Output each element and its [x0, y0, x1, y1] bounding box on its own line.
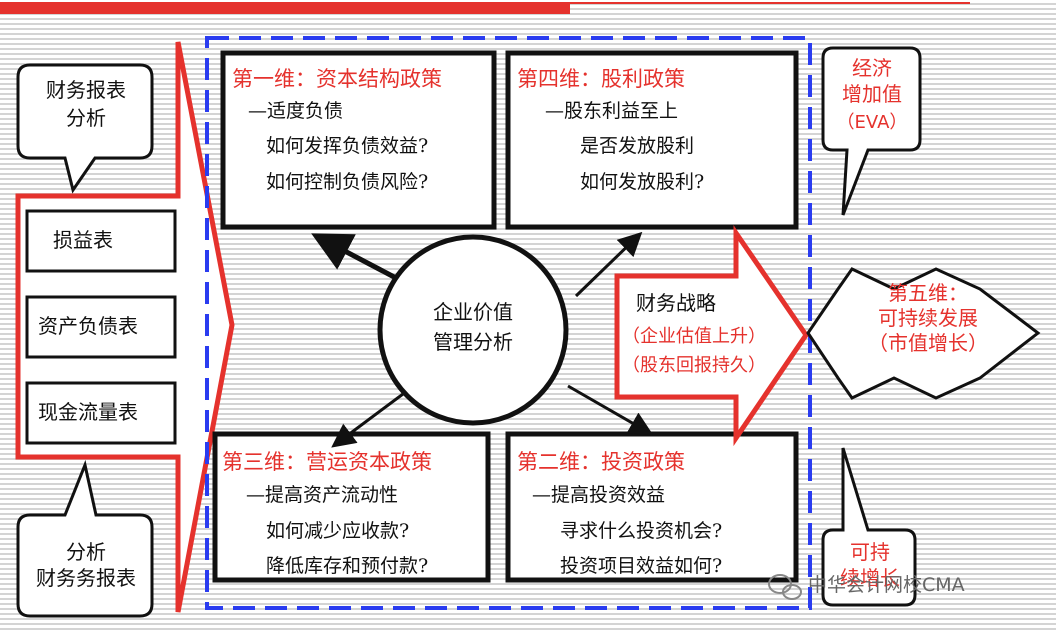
center-text: 企业价值 管理分析	[423, 302, 523, 352]
dim1-title: 第一维：资本结构政策	[232, 67, 442, 91]
strategy-title: 财务战略	[636, 291, 716, 315]
callout-top-right-line3: （EVA）	[836, 112, 908, 133]
statement-box-income	[25, 209, 177, 273]
statement-balance-sheet: 资产负债表	[38, 314, 138, 338]
dim1-sub: —适度负债	[248, 100, 344, 122]
dim5-line2: 可持续发展	[878, 306, 978, 330]
dim3-q2: 降低库存和预付款?	[266, 555, 429, 577]
dim2-title: 第二维：投资政策	[517, 450, 685, 474]
callout-top-right	[821, 46, 922, 216]
top-accent-bar	[0, 2, 570, 14]
callout-top-right-line2: 增加值	[842, 82, 902, 106]
dim2-q2: 投资项目效益如何?	[560, 555, 723, 577]
arrow-to-dim2	[567, 384, 654, 435]
center-line2: 管理分析	[433, 330, 513, 354]
callout-top-left	[16, 63, 154, 194]
dim3-sub: —提高资产流动性	[246, 484, 399, 506]
callout-bottom-right	[821, 447, 917, 607]
callout-top-left-text: 财务报表 分析	[22, 80, 150, 128]
dim1-q2: 如何控制负债风险?	[266, 171, 429, 193]
dim5-text: 第五维： 可持续发展 （市值增长）	[853, 283, 1003, 353]
star-dim5	[806, 267, 1041, 400]
dim4-q2: 如何发放股利?	[580, 171, 705, 193]
watermark-text: 中华会计网校CMA	[808, 574, 965, 596]
callout-bottom-left-line2: 财务务报表	[36, 566, 136, 590]
callout-top-right-line1: 经济	[852, 56, 892, 80]
box-dim3	[212, 431, 491, 583]
arrow-to-dim1	[311, 233, 398, 281]
strategy-line1: （企业估值上升）	[622, 326, 766, 347]
statement-box-balance	[25, 295, 177, 359]
wechat-icon	[768, 574, 802, 600]
callout-top-left-line2: 分析	[66, 106, 106, 130]
dim1-q1: 如何发挥负债效益?	[266, 135, 429, 157]
box-dim1	[220, 50, 497, 230]
callout-bottom-right-text: 可持 续增长	[824, 542, 916, 588]
callout-bottom-left-text: 分析 财务务报表	[20, 542, 152, 588]
dim5-line3: （市值增长）	[868, 331, 988, 355]
callout-bottom-left-line1: 分析	[66, 540, 106, 564]
box-dim4	[505, 50, 799, 230]
callout-bottom-right-line1: 可持	[850, 540, 890, 564]
callout-top-left-line1: 财务报表	[46, 78, 126, 102]
dim5-line1: 第五维：	[888, 281, 968, 305]
dim4-title: 第四维：股利政策	[517, 67, 685, 91]
strategy-arrow	[614, 224, 810, 447]
statement-income: 损益表	[53, 228, 113, 252]
dim4-sub: —股东利益至上	[545, 100, 679, 122]
center-circle	[377, 234, 569, 426]
dim2-sub: —提高投资效益	[532, 484, 666, 506]
strategy-line2: （股东回报持久）	[622, 355, 766, 376]
dim2-q1: 寻求什么投资机会?	[560, 520, 723, 542]
dim3-q1: 如何减少应收款?	[266, 520, 410, 542]
statement-box-cashflow	[25, 381, 177, 445]
value-frame	[205, 36, 812, 610]
center-line1: 企业价值	[433, 300, 513, 324]
dim3-title: 第三维：营运资本政策	[222, 450, 432, 474]
dim4-q1: 是否发放股利	[580, 135, 695, 157]
box-dim2	[505, 431, 799, 583]
arrow-to-dim3	[331, 392, 404, 448]
arrow-to-dim4	[574, 231, 643, 298]
callout-top-right-text: 经济 增加值 （EVA）	[824, 58, 920, 132]
callout-bottom-left	[16, 459, 154, 618]
callout-bottom-right-line2: 续增长	[840, 566, 900, 590]
statement-cash-flow: 现金流量表	[38, 400, 138, 424]
